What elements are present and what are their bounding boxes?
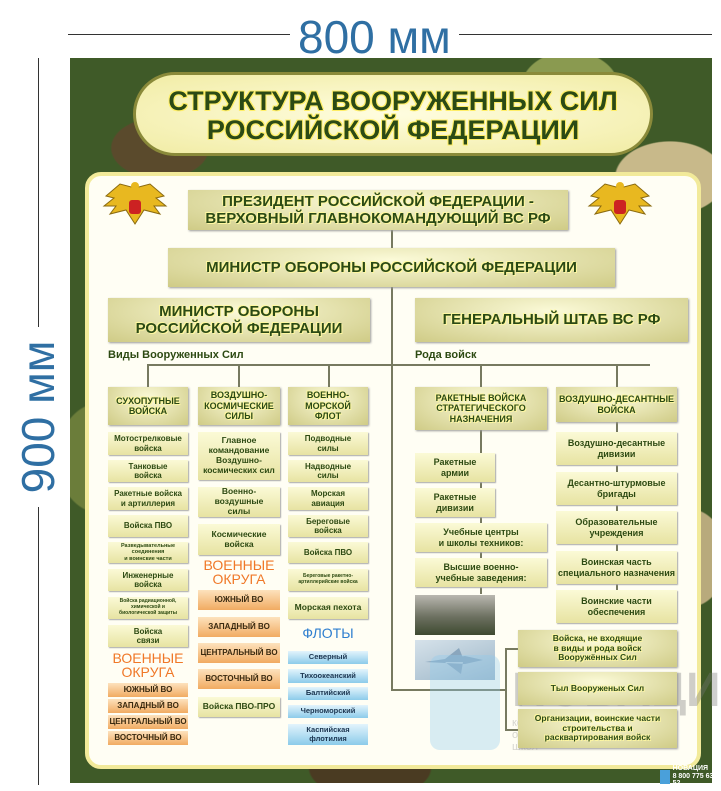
aerospace-district-item: ЮЖНЫЙ ВО — [198, 590, 280, 610]
aerospace-forces-header: ВОЗДУШНО- КОСМИЧЕСКИЕ СИЛЫ — [198, 387, 280, 425]
strategic-missile-item: Ракетные дивизии — [415, 488, 495, 517]
navy-item: Береговые войска — [288, 515, 368, 537]
missile-launcher-photo — [415, 595, 495, 635]
ground-forces-item: Разведывательные соединения и воинские ч… — [108, 542, 188, 563]
ground-forces-item: Войска ПВО — [108, 515, 188, 537]
connector-line — [505, 729, 519, 731]
logo-name: НОВАЦИЯ — [672, 765, 708, 772]
double-headed-eagle-emblem-icon — [587, 182, 653, 225]
strategic-missile-item: Высшие военно- учебные заведения: — [415, 558, 547, 587]
airborne-item: Воинские части обеспечения — [556, 590, 677, 623]
connector-line — [147, 364, 650, 366]
connector-line — [328, 364, 330, 388]
connector-line — [505, 648, 519, 650]
president-box: ПРЕЗИДЕНТ РОССИЙСКОЙ ФЕДЕРАЦИИ - ВЕРХОВН… — [188, 190, 568, 230]
ground-forces-item: Танковые войска — [108, 460, 188, 482]
navy-item: Береговые ракетно- артиллерийские войска — [288, 569, 368, 591]
connector-line — [391, 230, 393, 690]
fleet-item: Балтийский — [288, 687, 368, 700]
fleet-item: Тихоокеанский — [288, 669, 368, 683]
minister-secondary-box: МИНИСТР ОБОРОНЫ РОССИЙСКОЙ ФЕДЕРАЦИИ — [108, 298, 370, 342]
connector-line — [147, 364, 149, 388]
air-missile-defense-box: Войска ПВО-ПРО — [198, 697, 280, 717]
title-line-1: СТРУКТУРА ВООРУЖЕННЫХ СИЛ — [168, 86, 618, 116]
fighter-jet-photo — [415, 640, 495, 680]
fleet-item: Черноморский — [288, 705, 368, 718]
fleets-title: ФЛОТЫ — [302, 625, 354, 641]
ground-district-item: ЗАПАДНЫЙ ВО — [108, 699, 188, 713]
non-branch-unit-box: Тыл Вооруженых Сил — [518, 672, 677, 705]
navy-item: Надводные силы — [288, 460, 368, 482]
poster-title: СТРУКТУРА ВООРУЖЕННЫХ СИЛ РОССИЙСКОЙ ФЕД… — [133, 72, 653, 156]
airborne-item: Образовательные учреждения — [556, 511, 677, 544]
title-line-2: РОССИЙСКОЙ ФЕДЕРАЦИИ — [206, 115, 580, 145]
strategic-missile-item: Ракетные армии — [415, 453, 495, 482]
width-label: 800 мм — [290, 14, 459, 60]
ground-district-item: ЮЖНЫЙ ВО — [108, 683, 188, 697]
double-headed-eagle-emblem-icon — [102, 182, 168, 225]
aerospace-district-item: ЗАПАДНЫЙ ВО — [198, 617, 280, 637]
connector-line — [238, 364, 240, 388]
navy-item: Подводные силы — [288, 432, 368, 455]
ground-forces-item: Мотострелковые войска — [108, 432, 188, 455]
airborne-item: Воинская часть специального назначения — [556, 551, 677, 584]
ground-districts-title: ВОЕННЫЕ ОКРУГА — [112, 650, 184, 680]
height-label: 900 мм — [12, 327, 64, 507]
ground-district-item: ЦЕНТРАЛЬНЫЙ ВО — [108, 715, 188, 729]
aerospace-forces-item: Военно- воздушные силы — [198, 486, 280, 517]
ground-forces-item: Войска радиационной, химической и биолог… — [108, 597, 188, 619]
non-branch-unit-box: Войска, не входящие в виды и рода войск … — [518, 630, 677, 667]
fleet-item: Северный — [288, 651, 368, 664]
connector-line — [391, 689, 506, 691]
airborne-item: Воздушно-десантные дивизии — [556, 432, 677, 465]
airborne-item: Десантно-штурмовые бригады — [556, 472, 677, 505]
aerospace-district-item: ЦЕНТРАЛЬНЫЙ ВО — [198, 643, 280, 663]
ground-district-item: ВОСТОЧНЫЙ ВО — [108, 731, 188, 745]
strategic-missile-forces-header: РАКЕТНЫЕ ВОЙСКА СТРАТЕГИЧЕСКОГО НАЗНАЧЕН… — [415, 387, 547, 430]
navy-item: Морская авиация — [288, 487, 368, 510]
brand-logo: НОВАЦИЯ 8 800 775 63 52 — [660, 765, 721, 788]
aerospace-forces-item: Космические войска — [198, 524, 280, 555]
aerospace-forces-item: Главное командование Воздушно- космическ… — [198, 432, 280, 480]
navy-item: Морская пехота — [288, 597, 368, 619]
minister-box: МИНИСТР ОБОРОНЫ РОССИЙСКОЙ ФЕДЕРАЦИИ — [168, 248, 615, 287]
airborne-forces-header: ВОЗДУШНО-ДЕСАНТНЫЕ ВОЙСКА — [556, 387, 677, 422]
strategic-missile-item: Учебные центры и школы техников: — [415, 523, 547, 552]
arms-label: Рода войск — [415, 349, 477, 361]
connector-line — [505, 648, 507, 730]
general-staff-box: ГЕНЕРАЛЬНЫЙ ШТАБ ВС РФ — [415, 298, 688, 342]
navy-header: ВОЕННО- МОРСКОЙ ФЛОТ — [288, 387, 368, 425]
navy-item: Войска ПВО — [288, 542, 368, 563]
fleet-item: Каспийская флотилия — [288, 724, 368, 745]
ground-forces-item: Войска связи — [108, 625, 188, 647]
ground-forces-header: СУХОПУТНЫЕ ВОЙСКА — [108, 387, 188, 425]
aerospace-districts-title: ВОЕННЫЕ ОКРУГА — [203, 557, 275, 587]
ground-forces-item: Ракетные войска и артиллерия — [108, 487, 188, 510]
ground-forces-item: Инженерные войска — [108, 569, 188, 591]
aerospace-district-item: ВОСТОЧНЫЙ ВО — [198, 669, 280, 689]
branches-label: Виды Вооруженных Сил — [108, 349, 244, 361]
logo-phone: 8 800 775 63 52 — [672, 772, 714, 788]
non-branch-unit-box: Организации, воинские части строительств… — [518, 709, 677, 748]
